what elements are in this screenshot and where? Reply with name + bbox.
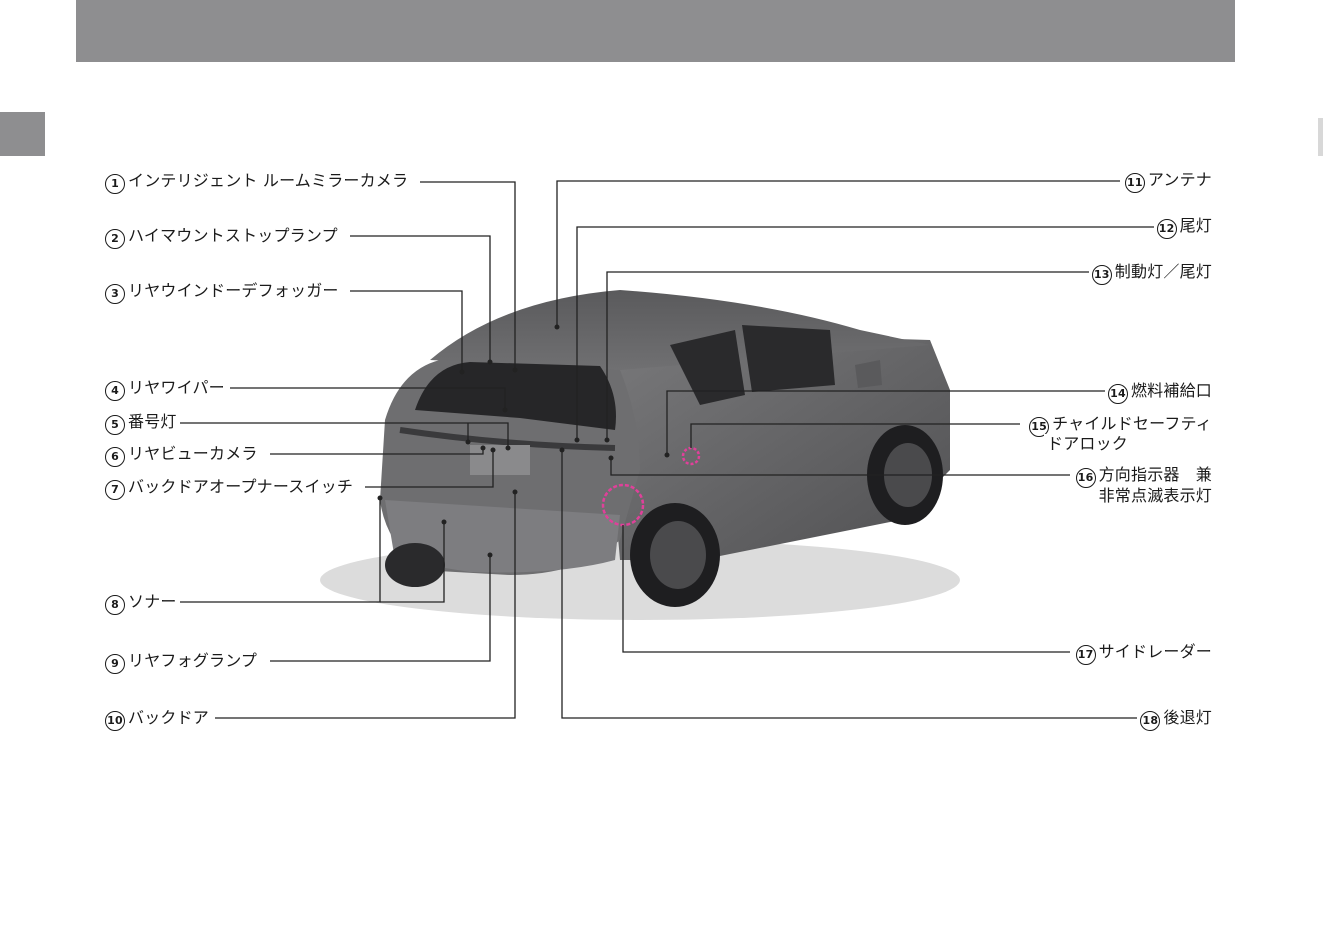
label-text: 後退灯: [1163, 708, 1212, 727]
label-text: チャイルドセーフティ: [1052, 414, 1212, 433]
label-number: 14: [1108, 384, 1128, 404]
label-text: 制動灯／尾灯: [1115, 262, 1212, 281]
label-number: 12: [1157, 219, 1177, 239]
label-number: 7: [105, 480, 125, 500]
label-text: リヤフォグランプ: [128, 651, 257, 670]
label-text: サイドレーダー: [1099, 642, 1212, 661]
side-window-front: [742, 325, 835, 392]
label-text: バックドアオープナースイッチ: [128, 477, 353, 496]
label-text: リヤウインドーデフォッガー: [128, 281, 339, 300]
label-child-safety-lock-line2: ドアロック: [1044, 434, 1131, 454]
label-text: ドアロック: [1047, 434, 1128, 453]
label-text: 番号灯: [128, 412, 177, 431]
label-number: 5: [105, 415, 125, 435]
left-rear-wheel: [385, 543, 445, 587]
plate-area: [470, 445, 530, 475]
label-text: インテリジェント ルームミラーカメラ: [128, 171, 408, 190]
label-text: 非常点滅表示灯: [1099, 486, 1212, 505]
label-hazard-lamp-line2: 非常点滅表示灯: [1096, 486, 1215, 506]
label-text: アンテナ: [1148, 170, 1212, 189]
label-text: 尾灯: [1180, 216, 1212, 235]
label-number: 17: [1076, 645, 1096, 665]
label-number: 3: [105, 284, 125, 304]
label-number: 9: [105, 654, 125, 674]
label-text: 方向指示器 兼: [1099, 465, 1212, 484]
label-number: 13: [1092, 265, 1112, 285]
label-text: ソナー: [128, 592, 177, 611]
label-number: 10: [105, 711, 125, 731]
label-number: 11: [1125, 173, 1145, 193]
label-text: リヤビューカメラ: [128, 444, 258, 463]
label-text: リヤワイパー: [128, 378, 225, 397]
label-number: 1: [105, 174, 125, 194]
label-number: 6: [105, 447, 125, 467]
label-text: 燃料補給口: [1131, 381, 1212, 400]
label-number: 8: [105, 595, 125, 615]
label-number: 4: [105, 381, 125, 401]
label-number: 18: [1140, 711, 1160, 731]
side-mirror: [855, 360, 882, 388]
label-number: 2: [105, 229, 125, 249]
label-text: ハイマウントストップランプ: [128, 226, 338, 245]
label-number: 16: [1076, 468, 1096, 488]
label-text: バックドア: [128, 708, 209, 727]
